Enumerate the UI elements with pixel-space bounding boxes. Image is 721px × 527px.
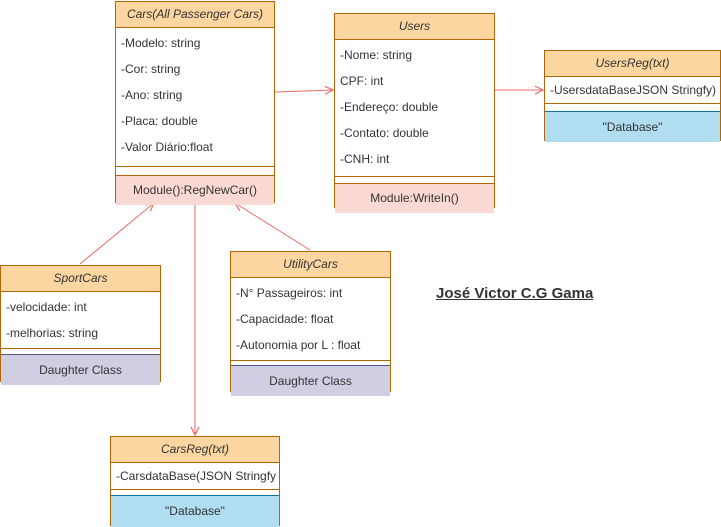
users-class[interactable]: Users -Nome: string CPF: int -Endereço: … [334, 13, 495, 213]
cars-attr-modelo: -Modelo: string [121, 36, 201, 50]
utilitycars-attributes: -N° Passageiros: int -Capacidade: float … [231, 278, 390, 360]
usersreg-attr-database: -UsersdataBaseJSON Stringfy) [550, 83, 717, 97]
utilitycars-attr-passageiros: -N° Passageiros: int [236, 286, 343, 300]
sportcars-class-title: SportCars [1, 266, 160, 292]
cars-attr-ano: -Ano: string [121, 88, 183, 102]
sportcars-daughter-label: Daughter Class [1, 354, 160, 385]
users-separator [335, 176, 494, 183]
users-attr-endereco: -Endereço: double [340, 100, 439, 114]
cars-attr-valor-diario: -Valor Diário:float [121, 140, 213, 154]
utilitycars-attr-autonomia: -Autonomia por L : float [236, 338, 361, 352]
sportcars-separator [1, 348, 160, 354]
usersreg-attributes: -UsersdataBaseJSON Stringfy) [545, 77, 720, 103]
users-attr-cnh: -CNH: int [340, 152, 390, 166]
utilitycars-separator [231, 360, 390, 365]
usersreg-class[interactable]: UsersReg(txt) -UsersdataBaseJSON Stringf… [544, 50, 721, 142]
usersreg-separator [545, 103, 720, 111]
users-attr-contato: -Contato: double [340, 126, 429, 140]
edge-sportcars-to-cars [79, 203, 154, 265]
utilitycars-class[interactable]: UtilityCars -N° Passageiros: int -Capaci… [230, 251, 391, 396]
edge-utilitycars-to-cars [235, 203, 311, 251]
carsreg-class-title: CarsReg(txt) [111, 437, 279, 463]
users-class-title: Users [335, 14, 494, 40]
author-name: José Victor C.G Gama [436, 285, 594, 302]
utilitycars-daughter-label: Daughter Class [231, 365, 390, 396]
cars-attr-cor: -Cor: string [121, 62, 181, 76]
cars-method: Module():RegNewCar() [116, 175, 274, 205]
cars-separator [116, 166, 274, 175]
users-attr-cpf: CPF: int [340, 74, 384, 88]
carsreg-database-label: "Database" [111, 495, 279, 527]
sportcars-attr-melhorias: -melhorias: string [6, 326, 99, 340]
utilitycars-attr-capacidade: -Capacidade: float [236, 312, 334, 326]
cars-class-title: Cars(All Passenger Cars) [116, 2, 274, 28]
carsreg-attributes: -CarsdataBase(JSON Stringfy [111, 463, 279, 489]
carsreg-separator [111, 489, 279, 495]
cars-attr-placa: -Placa: double [121, 114, 198, 128]
sportcars-attr-velocidade: -velocidade: int [6, 300, 87, 314]
cars-class[interactable]: Cars(All Passenger Cars) -Modelo: string… [115, 1, 275, 205]
carsreg-attr-database: -CarsdataBase(JSON Stringfy [116, 469, 277, 483]
sportcars-class[interactable]: SportCars -velocidade: int -melhorias: s… [0, 265, 161, 385]
users-method: Module:WriteIn() [335, 183, 494, 213]
usersreg-class-title: UsersReg(txt) [545, 51, 720, 77]
sportcars-attributes: -velocidade: int -melhorias: string [1, 292, 160, 348]
edge-cars-to-users [274, 90, 333, 92]
users-attr-nome: -Nome: string [340, 48, 413, 62]
carsreg-class[interactable]: CarsReg(txt) -CarsdataBase(JSON Stringfy… [110, 436, 280, 527]
cars-attributes: -Modelo: string -Cor: string -Ano: strin… [116, 28, 274, 166]
utilitycars-class-title: UtilityCars [231, 252, 390, 278]
usersreg-database-label: "Database" [545, 111, 720, 142]
users-attributes: -Nome: string CPF: int -Endereço: double… [335, 40, 494, 176]
